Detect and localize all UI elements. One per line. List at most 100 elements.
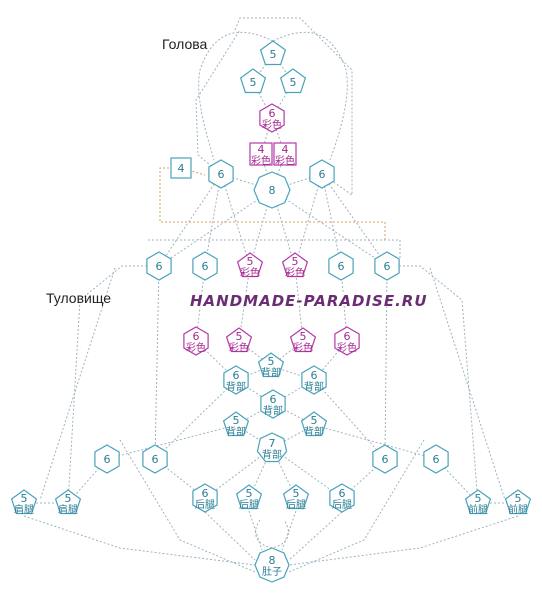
piece-pentagon: 5前腿 <box>464 489 492 516</box>
piece-label: 肚子 <box>262 566 282 578</box>
piece-pentagon: 5背部 <box>300 411 328 438</box>
piece-count: 5 <box>311 414 318 427</box>
piece-pentagon: 5彩色 <box>236 252 264 279</box>
hexagon-shape <box>192 251 218 281</box>
piece-pentagon: 5背部 <box>257 352 285 379</box>
piece-hexagon: 6背部 <box>301 365 327 395</box>
hexagon-shape <box>334 326 360 356</box>
piece-count: 8 <box>269 184 276 197</box>
hexagon-shape <box>309 159 335 189</box>
piece-hexagon: 6 <box>208 159 234 189</box>
connector-line <box>39 267 506 501</box>
piece-label: 背部 <box>304 380 324 393</box>
piece-hexagon: 6 <box>146 251 172 281</box>
piece-pentagon: 5彩色 <box>281 252 309 279</box>
pentagon-shape <box>236 252 264 278</box>
piece-pentagon: 5 <box>259 40 287 66</box>
piece-hexagon: 6 <box>192 251 218 281</box>
piece-count: 6 <box>311 369 318 382</box>
hexagon-shape <box>260 389 286 419</box>
square-shape <box>273 142 297 166</box>
hexagon-shape <box>328 251 354 281</box>
pentagon-shape <box>300 411 328 437</box>
piece-label: 后腿 <box>195 499 215 511</box>
piece-label: 彩色 <box>251 154 271 167</box>
pentagon-shape <box>289 327 317 353</box>
pentagon-shape <box>282 484 310 510</box>
piece-count: 4 <box>258 143 265 156</box>
piece-label: 彩色 <box>275 154 295 167</box>
connector-lines <box>23 17 519 573</box>
pentagon-shape <box>464 489 492 515</box>
piece-octagon: 8 <box>253 171 291 209</box>
piece-count: 5 <box>247 255 254 268</box>
octagon-shape <box>253 171 291 209</box>
square-shape <box>249 142 273 166</box>
connector-line <box>119 439 425 573</box>
pentagon-shape <box>235 484 263 510</box>
piece-count: 5 <box>300 330 307 343</box>
square-shape <box>170 157 192 179</box>
pentagon-shape <box>239 68 267 94</box>
piece-label: 彩色 <box>337 341 357 354</box>
piece-count: 6 <box>193 330 200 343</box>
piece-count: 8 <box>269 554 276 567</box>
connector-line <box>67 265 159 504</box>
piece-count: 6 <box>433 453 440 466</box>
piece-label: 彩色 <box>285 266 305 279</box>
piece-pentagon: 5彩色 <box>289 327 317 354</box>
piece-pentagon: 5 <box>239 68 267 94</box>
piece-count: 6 <box>202 260 209 273</box>
piece-pentagon: 5肩腿 <box>10 489 38 516</box>
hexagon-shape <box>146 251 172 281</box>
piece-count: 6 <box>384 260 391 273</box>
piece-hexagon: 6 <box>372 444 398 474</box>
piece-hexagon: 6后腿 <box>192 483 218 513</box>
piece-label: 背部 <box>226 425 246 438</box>
piece-hexagon: 6 <box>142 444 168 474</box>
connector-line <box>148 239 401 258</box>
pentagon-shape <box>279 68 307 94</box>
piece-count: 5 <box>515 492 522 505</box>
piece-label: 彩色 <box>262 118 282 131</box>
piece-label: 后腿 <box>239 499 259 511</box>
piece-count: 6 <box>156 260 163 273</box>
piece-hexagon: 6 <box>374 251 400 281</box>
piece-label: 背部 <box>226 380 246 393</box>
hexagon-shape <box>372 444 398 474</box>
piece-label: 前腿 <box>508 503 528 516</box>
piece-count: 6 <box>338 260 345 273</box>
piece-count: 7 <box>269 437 276 450</box>
hexagon-shape <box>192 483 218 513</box>
piece-hexagon: 6背部 <box>260 389 286 419</box>
piece-count: 6 <box>270 393 277 406</box>
piece-label: 肩腿 <box>14 503 34 516</box>
piece-hexagon: 6 <box>328 251 354 281</box>
hexagon-shape <box>142 444 168 474</box>
heptagon-shape <box>256 432 288 463</box>
hexagon-shape <box>423 444 449 474</box>
connector-line <box>106 379 437 460</box>
hexagon-shape <box>94 444 120 474</box>
piece-heptagon: 7背部 <box>256 432 288 463</box>
piece-pentagon: 5肩腿 <box>54 489 82 516</box>
piece-square: 4彩色 <box>249 142 273 167</box>
piece-label: 背部 <box>304 425 324 438</box>
hexagon-shape <box>374 251 400 281</box>
piece-count: 6 <box>202 487 209 500</box>
piece-count: 6 <box>319 168 326 181</box>
piece-label: 背部 <box>263 404 283 417</box>
piece-count: 5 <box>233 414 240 427</box>
piece-label: 后腿 <box>286 499 306 511</box>
piece-count: 5 <box>250 76 257 89</box>
pentagon-shape <box>281 252 309 278</box>
piece-count: 6 <box>152 453 159 466</box>
piece-count: 5 <box>293 487 300 500</box>
piece-hexagon: 6背部 <box>223 365 249 395</box>
hexagon-shape <box>223 365 249 395</box>
piece-count: 5 <box>65 492 72 505</box>
piece-count: 5 <box>270 48 277 61</box>
head-label: Голова <box>162 36 208 52</box>
